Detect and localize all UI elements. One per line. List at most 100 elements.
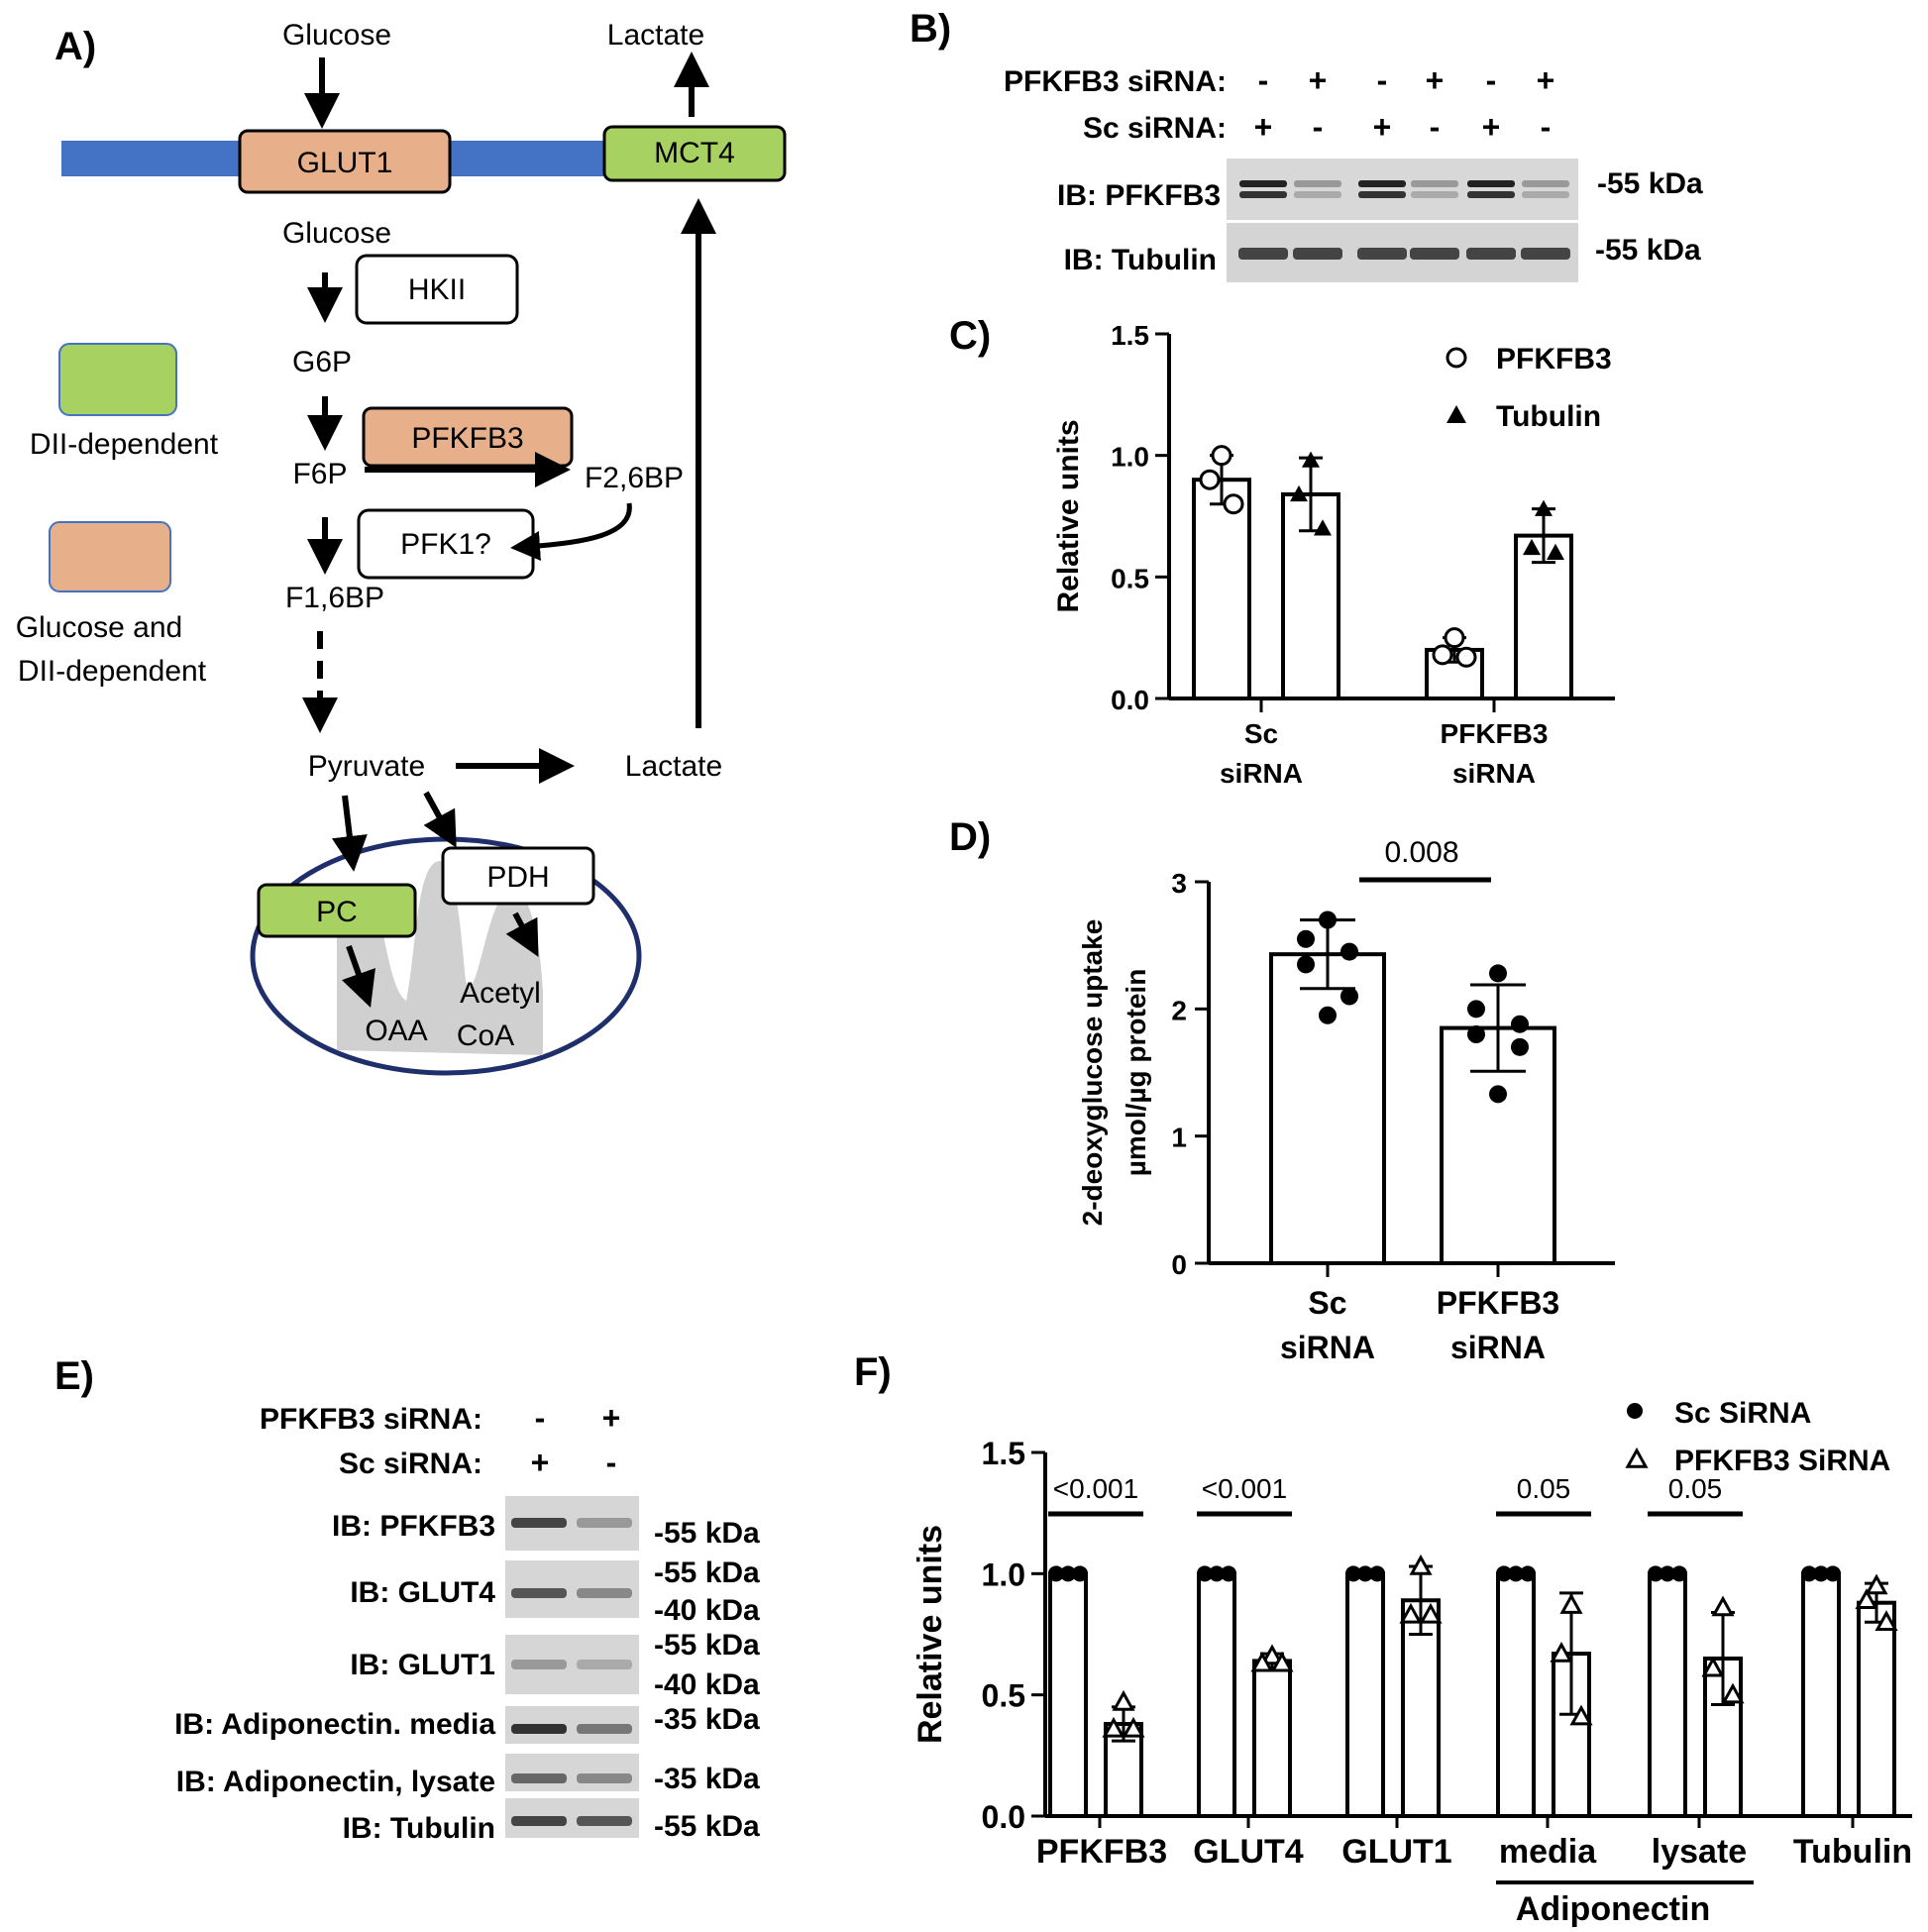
f-point-pfkfb3-sirna (1260, 1644, 1284, 1665)
c-point (1535, 499, 1553, 516)
d-y-tick-label: 3 (1171, 868, 1187, 899)
f-point-sc (1671, 1565, 1687, 1582)
d-point (1511, 1015, 1529, 1033)
b-sc-sign: - (1313, 109, 1324, 145)
f-x-tick-label: GLUT4 (1193, 1833, 1304, 1871)
f-x-tick-label: lysate (1652, 1833, 1747, 1871)
f-point-sc (1813, 1565, 1829, 1582)
c-legend-marker-pfkfb3 (1446, 347, 1467, 369)
f-point-sc (1369, 1565, 1385, 1582)
c-point (1223, 493, 1244, 515)
pdh-box (441, 846, 595, 906)
c-point (1432, 644, 1453, 666)
legend-orange-swatch (49, 521, 171, 592)
pdh-label: PDH (486, 861, 549, 894)
panel-b: B) PFKFB3 siRNA: Sc siRNA: -+-+-++-+-+- … (910, 7, 1703, 282)
f-point-pfkfb3-sirna (1399, 1602, 1423, 1624)
d-bar (1269, 952, 1386, 1266)
f-point-sc (1197, 1565, 1213, 1582)
coa: CoA (457, 1020, 514, 1052)
c-point (1314, 519, 1332, 536)
d-y-axis-label: 2-deoxyglucose uptake (1077, 919, 1108, 1227)
f-point-pfkfb3-sirna (1874, 1610, 1898, 1631)
f-point-sc (1520, 1565, 1536, 1582)
e-band-sc (511, 1518, 567, 1528)
d-x-tick-label: siRNA (1280, 1330, 1375, 1365)
panel-b-label: B) (910, 7, 951, 51)
e-ib-label: IB: GLUT1 (350, 1649, 495, 1681)
d-point (1297, 929, 1315, 948)
b-sc-sign: + (1254, 109, 1273, 145)
pfk1-label: PFK1? (400, 528, 491, 561)
f-point-sc (1357, 1565, 1373, 1582)
f-point-sc (1648, 1565, 1663, 1582)
f-bar-sc (1496, 1571, 1536, 1819)
d-y-tick-label: 0 (1171, 1249, 1187, 1280)
e-kda-label: -40 kDa (654, 1668, 760, 1701)
e-band-pfkfb3-sirna (577, 1816, 632, 1826)
f-y-tick-label: 0.5 (982, 1678, 1025, 1714)
f-bar-sc (1801, 1571, 1841, 1819)
hkii-box (355, 254, 519, 325)
f-legend-label-sc: Sc SiRNA (1674, 1397, 1811, 1430)
e-sc-sirna-label: Sc siRNA: (339, 1448, 482, 1480)
e-sc-sign: + (531, 1445, 550, 1480)
e-ib-label: IB: Adiponectin. media (174, 1708, 495, 1741)
f-x-tick-label: Tubulin (1793, 1833, 1912, 1871)
f-group-label: Adiponectin (1516, 1890, 1710, 1928)
d-point (1340, 987, 1358, 1006)
lactate-mid: Lactate (625, 750, 722, 783)
d-x-tick-label: PFKFB3 (1437, 1285, 1559, 1321)
c-x-tick-label: Sc (1244, 718, 1278, 749)
f-bar-pfkfb3-sirna (1252, 1659, 1292, 1818)
f-point-pfkfb3-sirna (1270, 1651, 1294, 1672)
c-x-tick-label: siRNA (1452, 758, 1536, 789)
b-blot-pfkfb3 (1227, 159, 1578, 220)
panel-d-label: D) (949, 815, 991, 859)
b-sc-sign: + (1482, 109, 1501, 145)
d-point (1340, 942, 1358, 961)
pc-box (257, 883, 417, 938)
c-legend-label-pfkfb3: PFKFB3 (1496, 343, 1612, 376)
f-point-pfkfb3-sirna (1711, 1595, 1735, 1617)
b-band-pfkfb3-upper (1411, 180, 1458, 187)
b-pfkfb3-sirna-label: PFKFB3 siRNA: (1004, 65, 1227, 98)
d-point (1319, 911, 1337, 929)
f-point-pfkfb3-sirna (1550, 1641, 1573, 1663)
glut1-box (238, 129, 452, 194)
c-point (1547, 543, 1564, 560)
panel-e: E) PFKFB3 siRNA: Sc siRNA: -++- IB: PFKF… (54, 1354, 760, 1845)
d-point (1489, 964, 1507, 983)
f-significance-label: <0.001 (1053, 1473, 1138, 1504)
b-band-pfkfb3-lower (1411, 191, 1458, 198)
mitochondrial-cristae (337, 861, 543, 1055)
f-point-sc (1209, 1565, 1225, 1582)
pyruvate-to-pc-arrow (332, 795, 368, 872)
f-point-sc (1221, 1565, 1236, 1582)
f-legend-marker-pfkfb3 (1625, 1447, 1649, 1468)
mct4-box (602, 125, 787, 182)
b-pfkfb3-sign: + (1309, 62, 1328, 98)
glucose-top: Glucose (282, 19, 391, 52)
b-band-tubulin (1293, 248, 1342, 260)
pyruvate: Pyruvate (308, 750, 425, 783)
pfkfb3-box (362, 406, 574, 468)
b-pfkfb3-sign: + (1537, 62, 1555, 98)
e-kda-label: -55 kDa (654, 1556, 760, 1589)
f-significance-label: 0.05 (1517, 1473, 1571, 1504)
legend-green-swatch (58, 343, 177, 416)
f-y-tick-label: 0.0 (982, 1799, 1025, 1835)
b-kda-tubulin: -55 kDa (1595, 234, 1701, 267)
b-sc-sirna-label: Sc siRNA: (1083, 112, 1227, 145)
pc-to-oaa-arrow (342, 944, 375, 1008)
f-point-sc (1048, 1565, 1064, 1582)
b-band-tubulin (1238, 248, 1288, 260)
e-kda-label: -35 kDa (654, 1703, 760, 1736)
e-pfkfb3-sign: + (602, 1400, 621, 1436)
e-kda-label: -55 kDa (654, 1810, 760, 1843)
d-point (1319, 1006, 1337, 1024)
f26bp: F2,6BP (585, 462, 684, 494)
legend-green-label: DII-dependent (30, 428, 219, 461)
d-point (1297, 955, 1315, 974)
